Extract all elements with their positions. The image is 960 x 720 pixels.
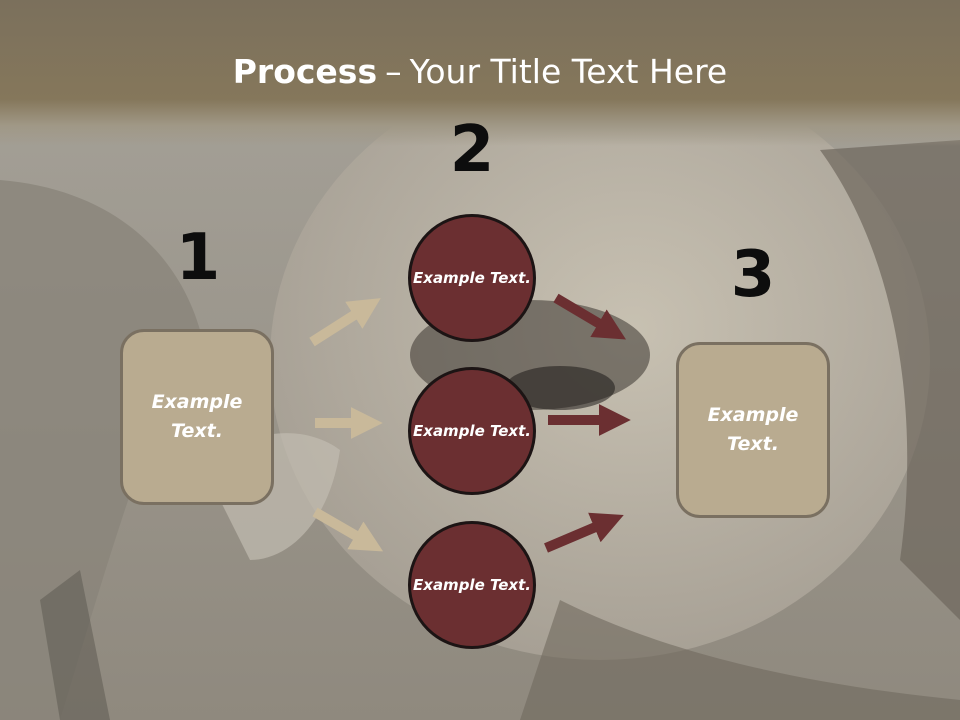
step-1-box[interactable]: Example Text. <box>120 329 274 505</box>
title-dash: – <box>385 52 402 91</box>
title-rest: Your Title Text Here <box>409 52 728 91</box>
step-number-1: 1 <box>175 221 221 295</box>
step-2-circle-top[interactable]: Example Text. <box>408 214 536 342</box>
step-number-2: 2 <box>449 113 495 187</box>
step-2-circle-bottom[interactable]: Example Text. <box>408 521 536 649</box>
step-number-3: 3 <box>730 238 776 312</box>
title-bold: Process <box>232 52 378 91</box>
title-bar <box>0 0 960 146</box>
slide-title: Process–Your Title Text Here <box>0 52 960 91</box>
step-3-box[interactable]: Example Text. <box>676 342 830 518</box>
step-2-circle-middle[interactable]: Example Text. <box>408 367 536 495</box>
